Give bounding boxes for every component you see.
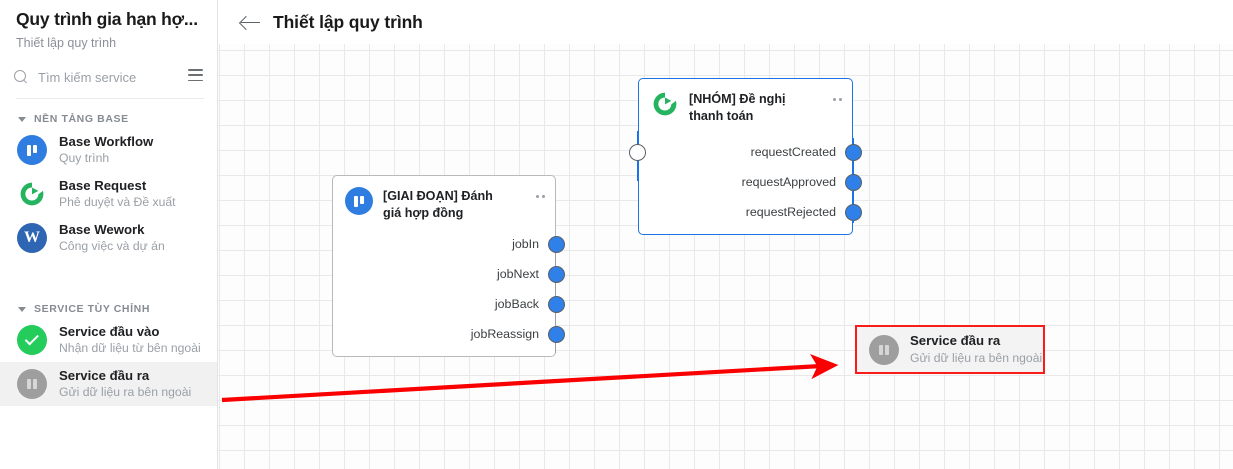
port-label: requestRejected [745, 205, 836, 219]
request-icon [17, 179, 47, 209]
workflow-title: Quy trình gia hạn hợ... [16, 9, 198, 29]
more-options-icon[interactable] [536, 187, 545, 198]
main-area: Thiết lập quy trình [NHÓM] Đề nghị thanh… [218, 0, 1233, 469]
item-desc: Quy trình [59, 151, 110, 166]
sidebar-item-service-dau-ra[interactable]: Service đầu ra Gửi dữ liệu ra bên ngoài [0, 362, 217, 406]
item-name: Service đầu ra [59, 367, 150, 383]
port-handle[interactable] [845, 203, 862, 221]
card-desc: Gửi dữ liệu ra bên ngoài [910, 350, 1043, 365]
group-header-nen-tang-base[interactable]: NỀN TẢNG BASE [0, 110, 217, 128]
chevron-down-icon [18, 116, 26, 122]
input-port-handle[interactable] [629, 144, 646, 161]
group-header-service-tuy-chinh[interactable]: SERVICE TÙY CHỈNH [0, 300, 217, 318]
item-name: Base Workflow [59, 133, 154, 149]
sidebar-item-service-dau-vao[interactable]: Service đầu vào Nhận dữ liệu từ bên ngoà… [0, 318, 217, 362]
port-handle[interactable] [845, 173, 862, 191]
node-title: [NHÓM] Đề nghị thanh toán [689, 92, 786, 123]
port-jobIn[interactable]: jobIn [512, 235, 565, 253]
back-arrow-icon[interactable] [240, 11, 262, 33]
workflow-icon [345, 187, 373, 215]
node-header: [GIAI ĐOẠN] Đánh giá hợp đồng [333, 176, 555, 221]
port-handle[interactable] [548, 265, 565, 283]
hamburger-icon[interactable] [188, 69, 203, 81]
item-desc: Gửi dữ liệu ra bên ngoài [59, 385, 192, 400]
port-label: requestCreated [750, 145, 836, 159]
pause-circle-icon [869, 334, 899, 365]
port-handle[interactable] [548, 295, 565, 313]
node-de-nghi-thanh-toan[interactable]: [NHÓM] Đề nghị thanh toán requestCreated… [629, 78, 862, 235]
item-desc: Nhận dữ liệu từ bên ngoài [59, 341, 201, 356]
port-jobReassign[interactable]: jobReassign [471, 325, 565, 343]
port-label: requestApproved [741, 175, 836, 189]
group-label: NỀN TẢNG BASE [34, 113, 129, 125]
dragged-service-card[interactable]: Service đầu ra Gửi dữ liệu ra bên ngoài [855, 325, 1045, 374]
sidebar-group-nen-tang-base: NỀN TẢNG BASE Base Workflow Quy trình [0, 110, 217, 260]
more-options-icon[interactable] [833, 90, 842, 101]
chevron-down-icon [18, 306, 26, 312]
sidebar-divider [16, 98, 204, 99]
sidebar-group-service-tuy-chinh: SERVICE TÙY CHỈNH Service đầu vào Nhận d… [0, 300, 217, 406]
node-title: [GIAI ĐOẠN] Đánh giá hợp đồng [383, 189, 493, 220]
node-danh-gia-hop-dong[interactable]: [GIAI ĐOẠN] Đánh giá hợp đồng jobIn jobN… [332, 175, 565, 357]
port-requestRejected[interactable]: requestRejected [746, 203, 862, 221]
port-label: jobReassign [470, 327, 539, 341]
port-label: jobNext [496, 267, 539, 281]
search-box[interactable] [14, 64, 204, 90]
sidebar-item-base-workflow[interactable]: Base Workflow Quy trình [0, 128, 217, 172]
port-requestCreated[interactable]: requestCreated [751, 143, 862, 161]
port-handle[interactable] [548, 235, 565, 253]
port-label: jobIn [512, 237, 539, 251]
wework-icon: W [17, 223, 47, 253]
sidebar-item-base-request[interactable]: Base Request Phê duyệt và Đề xuất [0, 172, 217, 216]
search-icon [14, 69, 29, 85]
workflow-subtitle: Thiết lập quy trình [16, 36, 117, 50]
port-handle[interactable] [845, 143, 862, 161]
search-input[interactable] [38, 69, 166, 85]
item-name: Base Request [59, 177, 147, 193]
group-label: SERVICE TÙY CHỈNH [34, 303, 150, 315]
item-desc: Phê duyệt và Đề xuất [59, 195, 176, 210]
item-name: Service đầu vào [59, 323, 160, 339]
workflow-icon [17, 135, 47, 165]
port-jobNext[interactable]: jobNext [497, 265, 565, 283]
workflow-canvas[interactable]: [NHÓM] Đề nghị thanh toán requestCreated… [218, 44, 1233, 469]
page-title: Thiết lập quy trình [273, 11, 423, 32]
port-handle[interactable] [548, 325, 565, 343]
node-header: [NHÓM] Đề nghị thanh toán [639, 79, 852, 124]
port-jobBack[interactable]: jobBack [495, 295, 565, 313]
request-icon [651, 90, 679, 118]
port-requestApproved[interactable]: requestApproved [742, 173, 862, 191]
check-circle-icon [17, 325, 47, 355]
sidebar: Quy trình gia hạn hợ... Thiết lập quy tr… [0, 0, 218, 469]
item-name: Base Wework [59, 221, 145, 237]
port-label: jobBack [494, 297, 539, 311]
card-name: Service đầu ra [910, 333, 1001, 349]
page-header: Thiết lập quy trình [218, 0, 1233, 44]
sidebar-item-base-wework[interactable]: W Base Wework Công việc và dự án [0, 216, 217, 260]
item-desc: Công việc và dự án [59, 239, 165, 254]
pause-circle-icon [17, 369, 47, 399]
